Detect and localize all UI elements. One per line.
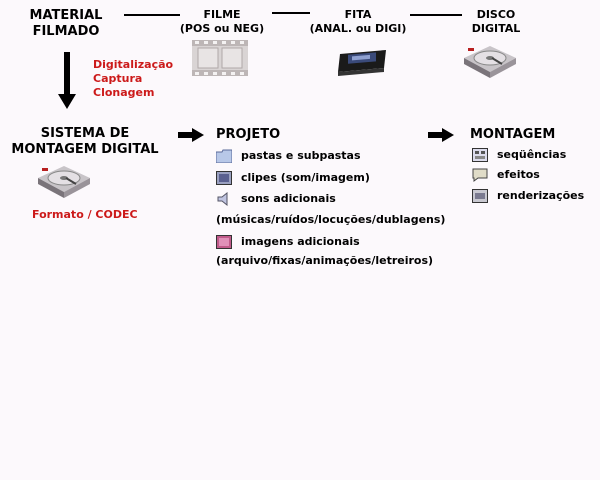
sistema-line-2: MONTAGEM DIGITAL (11, 142, 159, 157)
folder-icon (216, 149, 232, 163)
montagem-item-renderizacoes: renderizações (472, 189, 584, 203)
formato-codec: Formato / CODEC (32, 208, 138, 221)
sistema-disk-icon (34, 162, 92, 200)
capture-captura: Captura (93, 72, 143, 85)
connector-line-2 (272, 12, 310, 14)
projeto-item-imagens: imagens adicionais (216, 235, 360, 249)
projeto-item-label: pastas e subpastas (241, 149, 361, 162)
right-arrow-1 (178, 128, 204, 142)
speaker-icon (216, 192, 232, 206)
montagem-item-label: efeitos (497, 168, 540, 181)
projeto-item-sons: sons adicionais (216, 192, 336, 206)
projeto-title: PROJETO (216, 127, 281, 142)
connector-line-1 (124, 14, 180, 16)
hard-disk-icon (460, 42, 518, 80)
projeto-item-imagens-detail: (arquivo/fixas/animações/letreiros) (216, 254, 434, 267)
filme-sub: (POS ou NEG) (179, 22, 265, 35)
capture-digitalizacao: Digitalização (93, 58, 174, 71)
projeto-item-label: sons adicionais (241, 192, 336, 205)
fita-label: FITA (ANAL. ou DIGI) (306, 8, 410, 36)
fita-title: FITA (344, 8, 372, 21)
vhs-tape-icon (334, 48, 390, 76)
film-strip-icon (192, 40, 248, 76)
filme-label: FILME (POS ou NEG) (176, 8, 268, 36)
montagem-title: MONTAGEM (470, 127, 556, 142)
effects-icon (472, 168, 488, 182)
sequence-icon (472, 148, 488, 162)
right-arrow-2 (428, 128, 454, 142)
sistema-title: SISTEMA DE MONTAGEM DIGITAL (0, 126, 170, 158)
capture-list: Digitalização Captura Clonagem (93, 58, 173, 100)
clip-icon (216, 171, 232, 185)
projeto-item-sons-detail: (músicas/ruídos/locuções/dublagens) (216, 213, 446, 226)
filme-title: FILME (203, 8, 241, 21)
material-filmado-text: MATERIAL FILMADO (29, 8, 103, 39)
montagem-item-label: renderizações (497, 189, 585, 202)
capture-clonagem: Clonagem (93, 86, 155, 99)
material-filmado-label: MATERIAL FILMADO (18, 8, 114, 40)
disco-label: DISCO DIGITAL (456, 8, 536, 36)
fita-sub: (ANAL. ou DIGI) (309, 22, 407, 35)
projeto-item-label: imagens adicionais (241, 235, 360, 248)
disco-title: DISCO (476, 8, 516, 21)
projeto-item-pastas: pastas e subpastas (216, 149, 361, 163)
projeto-item-label: clipes (som/imagem) (241, 171, 370, 184)
projeto-item-clipes: clipes (som/imagem) (216, 171, 370, 185)
montagem-item-label: seqüências (497, 148, 567, 161)
image-icon (216, 235, 232, 249)
down-arrow (58, 52, 76, 110)
disco-sub: DIGITAL (471, 22, 521, 35)
montagem-item-efeitos: efeitos (472, 168, 540, 182)
montagem-item-sequencias: seqüências (472, 148, 566, 162)
sistema-line-1: SISTEMA DE (40, 126, 130, 141)
connector-line-3 (410, 14, 462, 16)
render-icon (472, 189, 488, 203)
